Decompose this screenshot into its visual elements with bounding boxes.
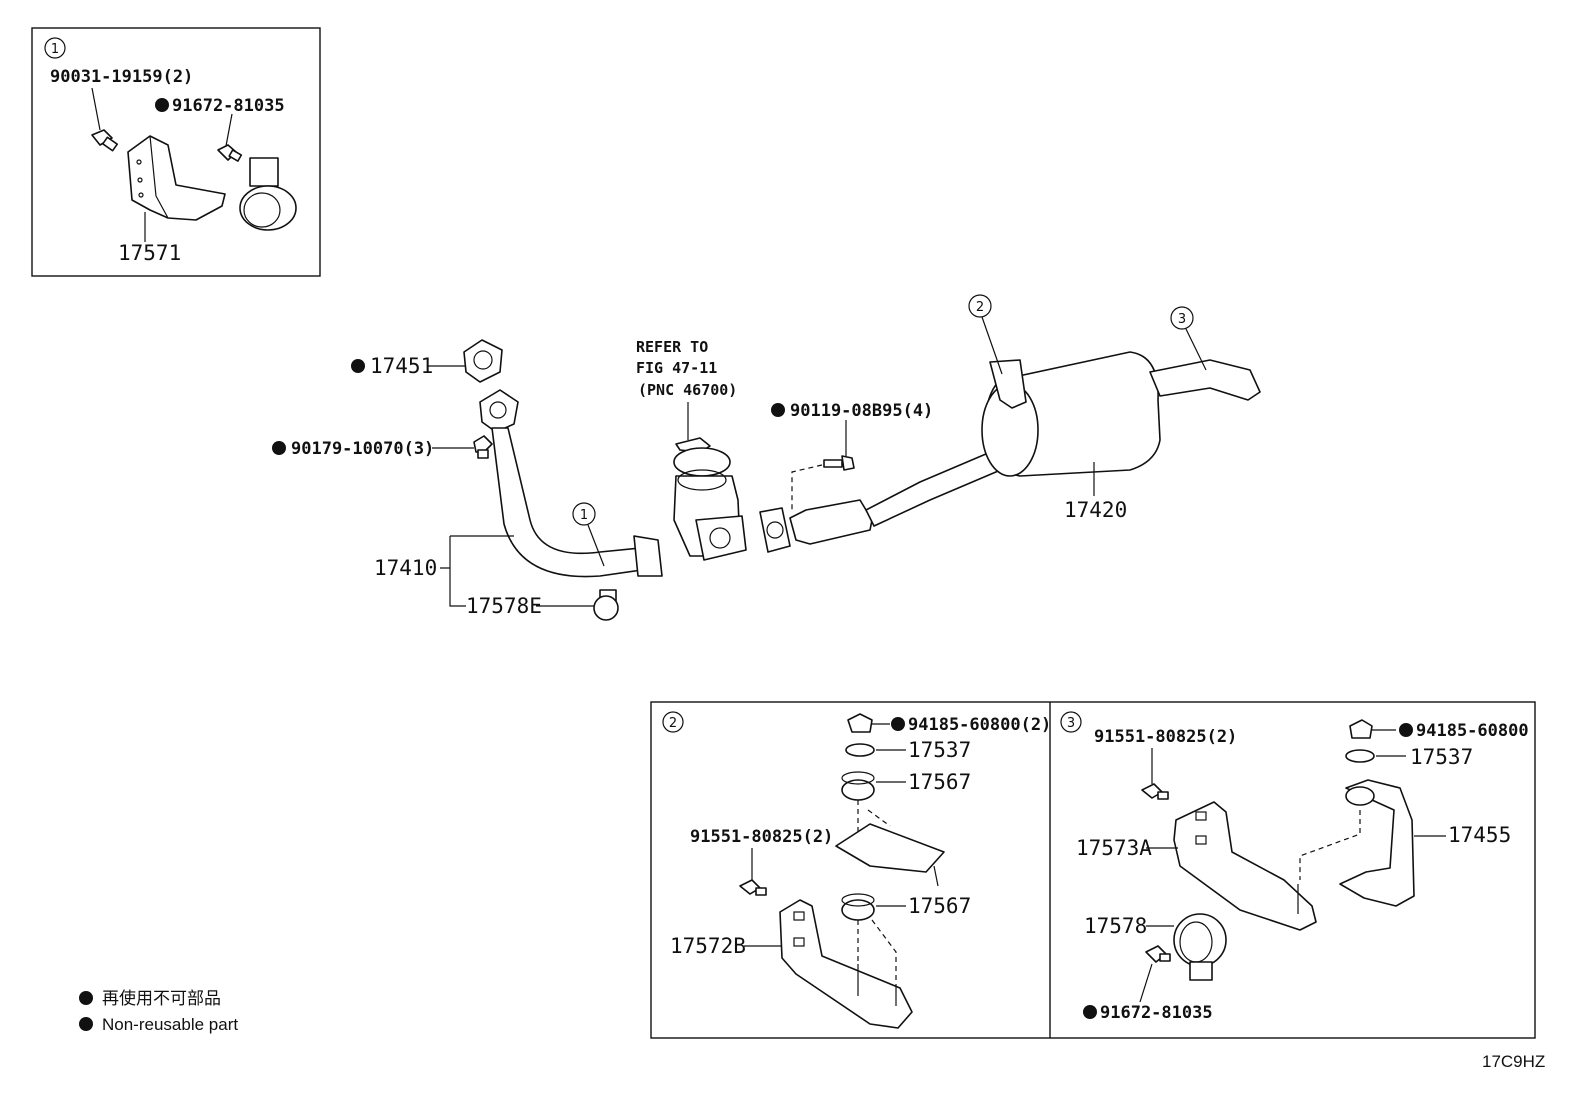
clamp-icon bbox=[593, 589, 619, 621]
cushion-icon bbox=[841, 893, 875, 921]
detail-2-washer-label: 17537 bbox=[908, 738, 971, 762]
detail-3-support-label: 17455 bbox=[1448, 823, 1511, 847]
washer-icon bbox=[845, 743, 875, 757]
non-reusable-dot bbox=[155, 98, 169, 112]
bolt-icon bbox=[91, 129, 119, 152]
bolt-icon bbox=[823, 455, 855, 471]
leader-line bbox=[91, 87, 101, 131]
detail-1-callout bbox=[44, 37, 66, 59]
detail-3-bolt-label: 91551-80825(2) bbox=[1094, 727, 1237, 747]
non-reusable-dot bbox=[272, 441, 286, 455]
cushion-icon bbox=[841, 771, 875, 801]
non-reusable-dot bbox=[891, 717, 905, 731]
callout-3-text: 3 bbox=[1178, 312, 1186, 327]
detail-3-washer-label: 17537 bbox=[1410, 745, 1473, 769]
detail-1-panel: 1 90031-19159(2) 91672-81035 bbox=[31, 27, 321, 277]
detail-1-callout-text: 1 bbox=[51, 42, 59, 57]
callout-3 bbox=[1170, 306, 1194, 330]
bracket-icon bbox=[1173, 801, 1317, 931]
heat-insulator-icon bbox=[127, 135, 226, 221]
non-reusable-dot bbox=[771, 403, 785, 417]
detail-3-clamp-nut-label: 91672-81035 bbox=[1100, 1003, 1213, 1023]
clamp-label: 17578E bbox=[466, 594, 542, 618]
detail-1-insulator-label: 17571 bbox=[118, 241, 181, 265]
detail-2-bolt-label: 91551-80825(2) bbox=[690, 827, 833, 847]
bolt-icon bbox=[1141, 783, 1169, 800]
detail-3-bracket-label: 17573A bbox=[1076, 836, 1152, 860]
tail-pipe-icon bbox=[759, 351, 1261, 553]
detail-3-nut-label: 94185-60800 bbox=[1416, 721, 1529, 741]
non-reusable-dot bbox=[79, 991, 93, 1005]
flange-bolt-label: 90119-08B95(4) bbox=[790, 401, 933, 421]
callout-2 bbox=[968, 294, 992, 318]
washer-icon bbox=[1345, 749, 1375, 763]
legend: 再使用不可部品 Non-reusable part bbox=[79, 988, 238, 1034]
non-reusable-dot bbox=[351, 359, 365, 373]
leader-line bbox=[225, 113, 233, 147]
leader-line bbox=[587, 524, 605, 567]
callout-2-text: 2 bbox=[976, 300, 984, 315]
detail-1-frame bbox=[31, 27, 321, 277]
bracket-plate-icon bbox=[835, 823, 945, 873]
detail-2-callout bbox=[662, 711, 684, 733]
leader-line bbox=[1139, 963, 1153, 1003]
main-assembly: 17451 90179-10070(3) 1 17410 17578E bbox=[272, 294, 1261, 621]
detail-2-bracket-label: 17572B bbox=[670, 934, 746, 958]
leader-line bbox=[440, 535, 514, 607]
non-reusable-dot bbox=[79, 1017, 93, 1031]
catalytic-converter-icon bbox=[673, 437, 747, 561]
refer-line-1: REFER TO bbox=[636, 338, 708, 356]
detail-3-callout bbox=[1060, 711, 1082, 733]
clamp-icon bbox=[239, 157, 297, 231]
nut-icon bbox=[217, 144, 243, 162]
front-nut-label: 90179-10070(3) bbox=[291, 439, 434, 459]
clamp-icon bbox=[1173, 913, 1227, 981]
refer-line-3: (PNC 46700) bbox=[638, 381, 737, 399]
detail-2-3-frame bbox=[650, 701, 1536, 1039]
assembly-dash-line bbox=[857, 919, 897, 980]
gasket-icon bbox=[463, 339, 503, 383]
bracket-icon bbox=[779, 899, 913, 1029]
front-pipe-icon bbox=[479, 389, 663, 578]
nut-icon bbox=[847, 713, 873, 733]
bolt-icon bbox=[739, 879, 767, 896]
assembly-dash-line bbox=[857, 800, 891, 836]
nut-icon bbox=[1145, 945, 1171, 963]
assembly-dash-line bbox=[1299, 810, 1361, 880]
detail-1-bolt-label: 90031-19159(2) bbox=[50, 67, 193, 87]
tail-pipe-label: 17420 bbox=[1064, 498, 1127, 522]
support-icon bbox=[1339, 779, 1415, 907]
non-reusable-dot bbox=[1399, 723, 1413, 737]
leader-line bbox=[933, 865, 939, 887]
detail-3-panel: 3 91551-80825(2) 94185-60800 17537 1 bbox=[1060, 711, 1529, 1023]
detail-2-nut-label: 94185-60800(2) bbox=[908, 715, 1051, 735]
detail-3-callout-text: 3 bbox=[1067, 716, 1075, 731]
refer-line-2: FIG 47-11 bbox=[636, 359, 717, 377]
detail-2-cushion-bottom-label: 17567 bbox=[908, 894, 971, 918]
callout-1-text: 1 bbox=[580, 508, 588, 523]
figure-code: 17C9HZ bbox=[1482, 1052, 1545, 1071]
nut-icon bbox=[1349, 719, 1373, 739]
legend-en: Non-reusable part bbox=[102, 1015, 238, 1034]
detail-1-nut-label: 91672-81035 bbox=[172, 96, 285, 116]
leader-line bbox=[981, 316, 1003, 375]
legend-jp: 再使用不可部品 bbox=[102, 988, 221, 1008]
assembly-dash-line bbox=[791, 464, 823, 510]
detail-2-panel: 2 94185-60800(2) 17537 17567 91551-80825… bbox=[662, 711, 1051, 1029]
gasket-label: 17451 bbox=[370, 354, 433, 378]
non-reusable-dot bbox=[1083, 1005, 1097, 1019]
front-pipe-label: 17410 bbox=[374, 556, 437, 580]
detail-2-cushion-top-label: 17567 bbox=[908, 770, 971, 794]
leader-line bbox=[1185, 328, 1207, 371]
nut-icon bbox=[473, 435, 493, 459]
detail-3-clamp-label: 17578 bbox=[1084, 914, 1147, 938]
callout-1 bbox=[572, 502, 596, 526]
detail-2-3-panel: 2 94185-60800(2) 17537 17567 91551-80825… bbox=[650, 701, 1536, 1039]
detail-2-callout-text: 2 bbox=[669, 716, 677, 731]
